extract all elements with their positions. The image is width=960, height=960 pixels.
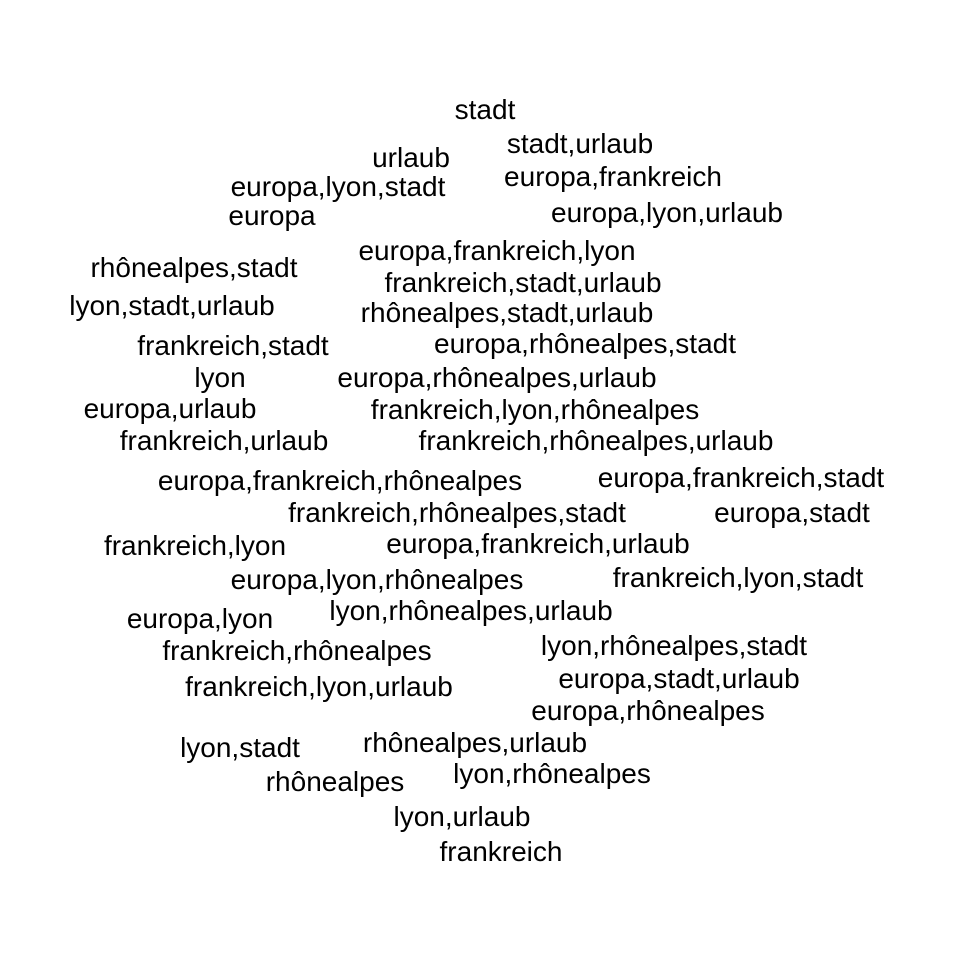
word-lyon-rhonealpes: lyon,rhônealpes <box>453 758 651 789</box>
word-frankreich-rhonealpes: frankreich,rhônealpes <box>162 635 432 666</box>
word-urlaub: urlaub <box>372 142 450 173</box>
word-europa-rhonealpes-stadt: europa,rhônealpes,stadt <box>434 328 736 359</box>
word-lyon-rhonealpes-stadt: lyon,rhônealpes,stadt <box>540 630 808 661</box>
word-frankreich: frankreich <box>439 836 563 867</box>
word-europa-lyon-rhonealpes: europa,lyon,rhônealpes <box>230 564 524 595</box>
word-europa-frankreich: europa,frankreich <box>504 161 722 192</box>
word-frankreich-lyon-rhonealpes: frankreich,lyon,rhônealpes <box>370 394 700 425</box>
word-lyon-urlaub: lyon,urlaub <box>393 801 531 832</box>
word-europa-lyon-stadt: europa,lyon,stadt <box>230 171 446 202</box>
word-europa-frankreich-urlaub: europa,frankreich,urlaub <box>386 528 690 559</box>
word-europa: europa <box>228 200 316 231</box>
word-europa-frankreich-lyon: europa,frankreich,lyon <box>358 235 636 266</box>
word-stadt-urlaub: stadt,urlaub <box>506 128 654 159</box>
word-europa-stadt: europa,stadt <box>714 497 870 528</box>
word-europa-frankreich-stadt: europa,frankreich,stadt <box>597 462 885 493</box>
word-frankreich-stadt: frankreich,stadt <box>137 330 329 361</box>
word-rhonealpes-stadt-urlaub: rhônealpes,stadt,urlaub <box>360 297 654 328</box>
word-europa-lyon-urlaub: europa,lyon,urlaub <box>551 197 783 228</box>
word-stadt: stadt <box>454 94 516 125</box>
word-frankreich-lyon-urlaub: frankreich,lyon,urlaub <box>185 671 453 702</box>
word-europa-stadt-urlaub: europa,stadt,urlaub <box>558 663 800 694</box>
word-frankreich-urlaub: frankreich,urlaub <box>119 425 329 456</box>
word-lyon-rhonealpes-urlaub: lyon,rhônealpes,urlaub <box>329 595 613 626</box>
word-europa-frankreich-rhonealpes: europa,frankreich,rhônealpes <box>157 465 523 496</box>
word-rhonealpes: rhônealpes <box>265 766 405 797</box>
word-europa-lyon: europa,lyon <box>126 603 274 634</box>
word-rhonealpes-urlaub: rhônealpes,urlaub <box>362 727 588 758</box>
word-frankreich-rhonealpes-urlaub: frankreich,rhônealpes,urlaub <box>418 425 774 456</box>
word-europa-rhonealpes-urlaub: europa,rhônealpes,urlaub <box>337 362 657 393</box>
word-frankreich-lyon: frankreich,lyon <box>103 530 287 561</box>
word-frankreich-stadt-urlaub: frankreich,stadt,urlaub <box>384 267 662 298</box>
word-lyon: lyon <box>194 362 246 393</box>
word-frankreich-lyon-stadt: frankreich,lyon,stadt <box>612 562 864 593</box>
word-lyon-stadt: lyon,stadt <box>180 732 300 763</box>
word-rhonealpes-stadt: rhônealpes,stadt <box>90 252 298 283</box>
word-lyon-stadt-urlaub: lyon,stadt,urlaub <box>69 290 275 321</box>
word-europa-urlaub: europa,urlaub <box>83 393 257 424</box>
word-frankreich-rhonealpes-stadt: frankreich,rhônealpes,stadt <box>288 497 626 528</box>
word-europa-rhonealpes: europa,rhônealpes <box>531 695 765 726</box>
